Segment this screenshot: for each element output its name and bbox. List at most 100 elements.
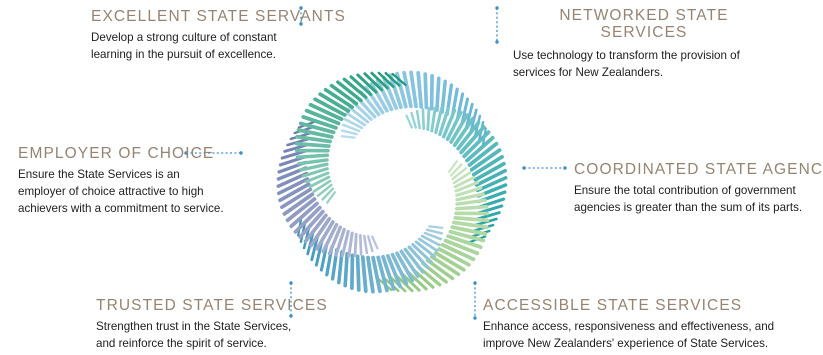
arc-blade	[337, 250, 344, 285]
arc-blade	[367, 235, 374, 253]
arc-blade	[452, 220, 489, 230]
arc-blade	[363, 72, 384, 92]
arc-blade	[462, 130, 491, 159]
arc-blade	[371, 235, 379, 250]
arc-blade	[459, 125, 486, 155]
item-title: ACCESSIBLE STATE SERVICES	[483, 297, 743, 314]
item-coordinated-state-agencies: COORDINATED STATE AGENCIES Ensure the to…	[574, 161, 823, 216]
arc-blade	[312, 179, 332, 193]
arc-blade	[454, 205, 489, 211]
arc-blade	[443, 238, 480, 256]
arc-blade	[276, 171, 309, 188]
arc-blade	[445, 110, 463, 142]
arc-blade	[377, 71, 395, 88]
arc-blade	[376, 255, 389, 293]
arc-blade	[321, 222, 339, 254]
arc-blade	[343, 252, 349, 288]
arc-blade	[315, 220, 335, 251]
arc-blade	[450, 225, 488, 236]
arc-blade	[469, 148, 502, 172]
connector-dot	[563, 166, 567, 170]
arc-blade	[415, 109, 421, 130]
arc-blade	[318, 92, 351, 113]
arc-blade	[347, 231, 354, 258]
arc-blade	[451, 167, 468, 181]
arc-blade	[358, 233, 363, 256]
arc-blade	[355, 254, 361, 292]
arc-blade	[438, 107, 450, 137]
arc-blade	[409, 70, 418, 109]
arc-blade	[342, 77, 368, 99]
arc-blade	[452, 171, 472, 185]
arc-blade	[369, 81, 389, 113]
arc-blade	[430, 106, 437, 133]
arc-blade	[304, 171, 330, 184]
arc-blade	[326, 191, 336, 204]
item-description: Ensure the total contribution of governm…	[574, 184, 803, 214]
arc-blade	[434, 106, 444, 135]
arc-blade	[341, 123, 361, 133]
item-description: Strengthen trust in the State Services, …	[96, 320, 292, 350]
arc-blade	[340, 229, 350, 258]
arc-blade	[440, 242, 476, 262]
arc-blade	[448, 229, 486, 243]
item-title: EXCELLENT STATE SERVANTS	[91, 8, 346, 25]
item-title: EMPLOYER OF CHOICE	[18, 145, 215, 162]
arc-blade	[456, 120, 481, 151]
arc-blade	[334, 227, 346, 257]
dotted-connectors	[184, 6, 567, 320]
arc-blade	[360, 255, 368, 294]
arc-blade	[442, 108, 457, 139]
arc-blade	[386, 254, 403, 289]
arc-blade	[465, 135, 495, 163]
item-excellent-state-servants: EXCELLENT STATE SERVANTS Develop a stron…	[91, 8, 346, 63]
arc-blade	[321, 187, 335, 201]
item-description: Use technology to transform the provisio…	[513, 49, 740, 79]
arc-blade	[370, 71, 389, 90]
arc-blade	[381, 75, 398, 110]
item-description: Ensure the State Services is an employer…	[18, 168, 224, 215]
arc-blade	[395, 251, 415, 283]
arc-blade	[371, 255, 382, 294]
arc-blade	[308, 102, 344, 121]
arc-blade	[407, 245, 429, 269]
arc-blade	[448, 160, 458, 173]
arc-blade	[350, 253, 355, 290]
arc-blade	[316, 183, 333, 197]
arc-blade	[381, 254, 396, 291]
arc-blade	[343, 117, 364, 130]
arc-blade	[423, 72, 429, 110]
connector-dot	[473, 316, 477, 320]
arc-blade	[410, 111, 417, 129]
arc-blade	[363, 234, 369, 255]
arc-blade	[423, 231, 443, 241]
connector-dot	[495, 40, 499, 44]
arc-blade	[446, 234, 483, 250]
connector-dot	[289, 314, 293, 318]
item-employer-of-choice: EMPLOYER OF CHOICE Ensure the State Serv…	[18, 145, 224, 217]
arc-blade	[323, 87, 355, 109]
arc-blade	[437, 247, 471, 267]
arc-blade	[340, 129, 358, 136]
arc-blade	[449, 113, 469, 144]
arc-trusted	[276, 120, 379, 258]
arc-blade	[353, 232, 358, 257]
arc-blade	[296, 128, 334, 139]
item-title: NETWORKED STATE SERVICES	[559, 7, 729, 41]
arc-blade	[454, 180, 480, 193]
arc-blade	[453, 216, 490, 223]
connector-dot	[239, 151, 243, 155]
arc-blade	[289, 201, 319, 229]
arc-blade	[399, 249, 420, 279]
arc-blade	[414, 240, 436, 258]
arc-blade	[452, 116, 475, 148]
arc-blade	[453, 175, 476, 189]
arc-blade	[428, 225, 444, 229]
item-accessible-state-services: ACCESSIBLE STATE SERVICES Enhance access…	[483, 297, 774, 352]
arc-blade	[474, 168, 508, 187]
item-networked-state-services: NETWORKED STATE SERVICES Use technology …	[513, 7, 745, 81]
arc-employer	[294, 71, 407, 204]
arc-blade	[417, 237, 439, 253]
arc-blade	[297, 158, 329, 166]
arc-blade	[304, 108, 341, 126]
